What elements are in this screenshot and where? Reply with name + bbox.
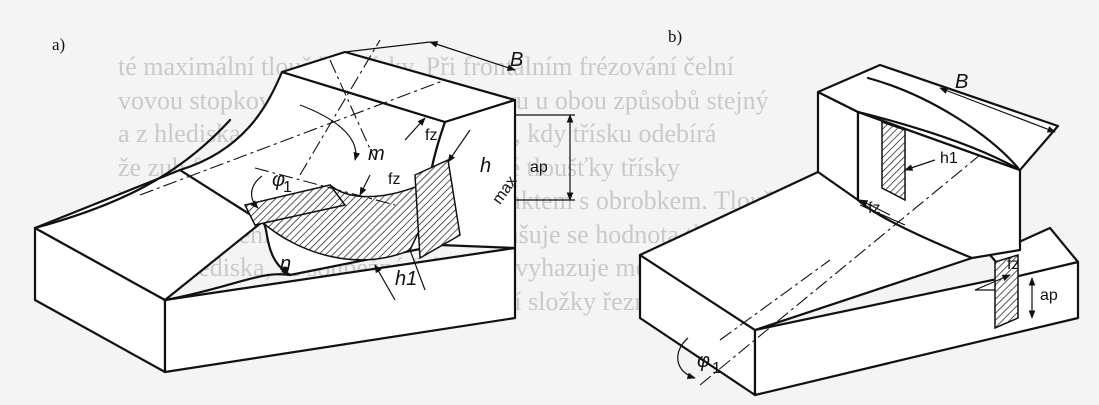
panel-a-chip <box>243 158 461 261</box>
panel-b-letter: b) <box>668 27 682 46</box>
panel-b-centerlines <box>699 154 981 386</box>
panel-a-centerlines <box>139 39 446 206</box>
panel-b-label-h1: h1 <box>940 150 958 167</box>
panel-b-workpiece <box>638 63 1080 397</box>
panel-a-label-ap: ap <box>530 159 548 176</box>
panel-a-dimensions <box>250 41 575 301</box>
panel-a-label-h: h <box>480 155 491 177</box>
panel-a-label-phi: φ <box>272 169 285 191</box>
panel-b-label-B: B <box>955 71 968 93</box>
panel-a-label-m: m <box>368 143 385 165</box>
panel-b-label-phi-sub: 1 <box>712 360 721 377</box>
panel-b-dimensions <box>677 87 1056 380</box>
panel-a-label-phi-sub: 1 <box>283 179 292 196</box>
panel-b-label-phi: φ <box>697 350 710 372</box>
panel-a-label-fz-top: fz <box>425 127 437 144</box>
panel-b-label-ap: ap <box>1040 287 1058 304</box>
panel-a-label-n: n <box>280 253 291 275</box>
panel-b-label-fz-left: fz <box>868 200 880 217</box>
panel-a-label-h1: h1 <box>395 268 417 290</box>
panel-b-label-fz-bottom: fz <box>1007 256 1019 273</box>
panel-a-diagram: a) B fz fz m φ 1 h max ap n h1 <box>33 35 575 374</box>
panel-a-letter: a) <box>52 35 65 54</box>
panel-a-label-fz-mid: fz <box>388 171 400 188</box>
panel-b-diagram: b) B h1 fz fz ap φ 1 <box>638 27 1080 397</box>
panel-b-chip <box>881 120 1019 330</box>
panel-a-label-B: B <box>510 49 523 71</box>
